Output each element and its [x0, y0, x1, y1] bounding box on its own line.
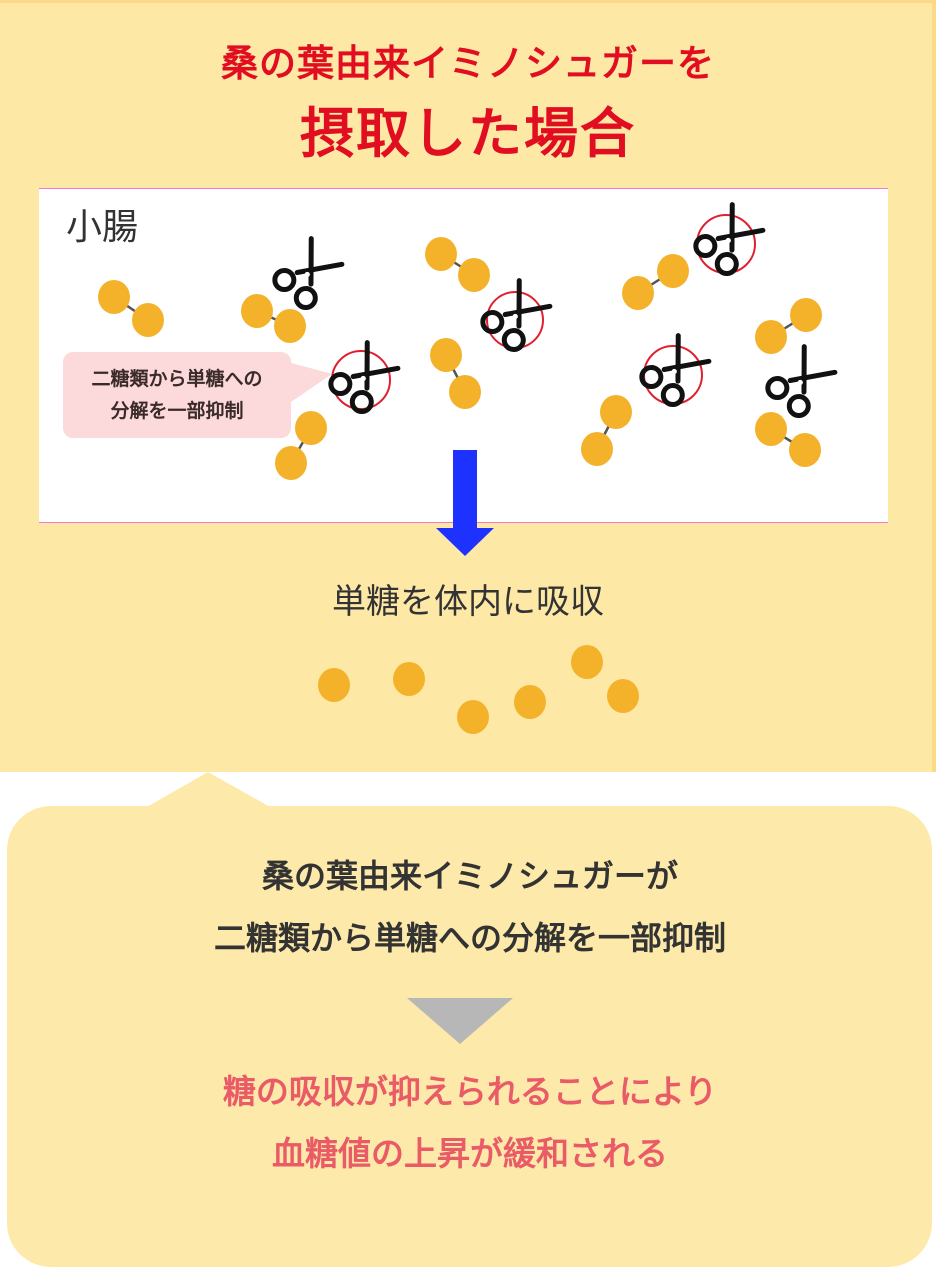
- monosaccharide: [607, 679, 639, 713]
- title-line-2: 摂取した場合: [300, 102, 636, 165]
- absorption-label: 単糖を体内に吸収: [332, 582, 604, 622]
- summary-line-2: 二糖類から単糖への分解を一部抑制: [213, 919, 726, 957]
- disaccharide: [622, 254, 689, 310]
- scissors-icon: [764, 344, 838, 419]
- small-intestine-label: 小腸: [66, 207, 139, 248]
- enzyme-circle: [486, 291, 544, 349]
- monosaccharide: [393, 662, 425, 696]
- panel-pointer: [145, 772, 272, 808]
- bottom-panel: [7, 806, 932, 1267]
- scissors-icon: [638, 333, 712, 408]
- disaccharide: [241, 294, 306, 343]
- inhibition-bubble: 二糖類から単糖への 分解を一部抑制: [63, 352, 291, 438]
- disaccharide: [98, 280, 164, 337]
- disaccharide: [755, 298, 822, 354]
- summary-line-1: 桑の葉由来イミノシュガーが: [261, 857, 678, 895]
- disaccharide: [425, 237, 490, 292]
- monosaccharide: [514, 685, 546, 719]
- result-line-1: 糖の吸収が抑えられることにより: [222, 1072, 718, 1111]
- disaccharide: [581, 395, 632, 466]
- result-line-2: 血糖値の上昇が緩和される: [272, 1134, 668, 1173]
- disaccharide: [275, 411, 327, 480]
- monosaccharide: [457, 700, 489, 734]
- disaccharide: [430, 338, 481, 409]
- scissors-icon: [479, 278, 553, 353]
- monosaccharide: [571, 645, 603, 679]
- down-arrow-icon: [436, 450, 494, 556]
- gray-down-arrow-icon: [407, 998, 513, 1044]
- enzyme-circle: [696, 214, 756, 274]
- scissors-icon: [271, 236, 345, 311]
- disaccharide: [755, 412, 821, 467]
- enzyme-circle: [643, 345, 703, 405]
- bubble-text: 二糖類から単糖への 分解を一部抑制: [91, 368, 263, 422]
- title-line-1: 桑の葉由来イミノシュガーを: [221, 42, 715, 85]
- monosaccharide: [318, 668, 350, 702]
- bubble-pointer: [288, 362, 332, 404]
- enzyme-circle: [331, 350, 391, 410]
